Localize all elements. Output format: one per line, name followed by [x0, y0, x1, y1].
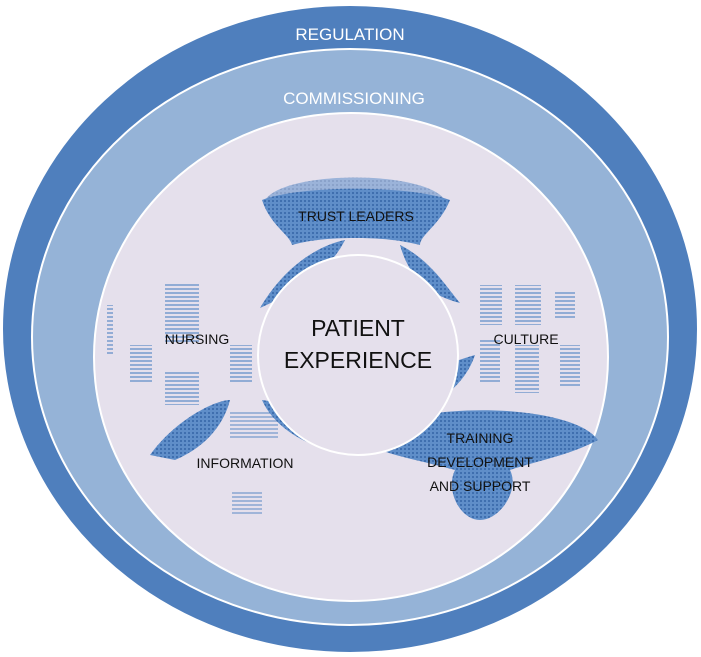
- patient-experience-circle: [257, 254, 459, 456]
- information-label: INFORMATION: [197, 455, 294, 471]
- commissioning-label: COMMISSIONING: [283, 89, 425, 108]
- regulation-label: REGULATION: [295, 25, 404, 44]
- striped-bars-icon: [107, 283, 252, 405]
- training-petal: [363, 410, 598, 520]
- gear-stripes-icon: [230, 410, 278, 516]
- training-label-line3: AND SUPPORT: [430, 478, 531, 494]
- training-label-line1: TRAINING: [447, 430, 514, 446]
- trust-leaders-top: [265, 177, 445, 200]
- culture-petal: [400, 245, 460, 303]
- nursing-label: NURSING: [165, 331, 230, 347]
- striped-bars-icon: [480, 285, 580, 393]
- training-label-line2: DEVELOPMENT: [427, 454, 533, 470]
- center-label-line1: PATIENT: [311, 315, 405, 341]
- culture-label: CULTURE: [493, 331, 558, 347]
- trust-leaders-petal: [262, 188, 450, 245]
- information-petal: [150, 400, 230, 460]
- center-label-line2: EXPERIENCE: [284, 347, 432, 373]
- trust-leaders-label: TRUST LEADERS: [298, 208, 414, 224]
